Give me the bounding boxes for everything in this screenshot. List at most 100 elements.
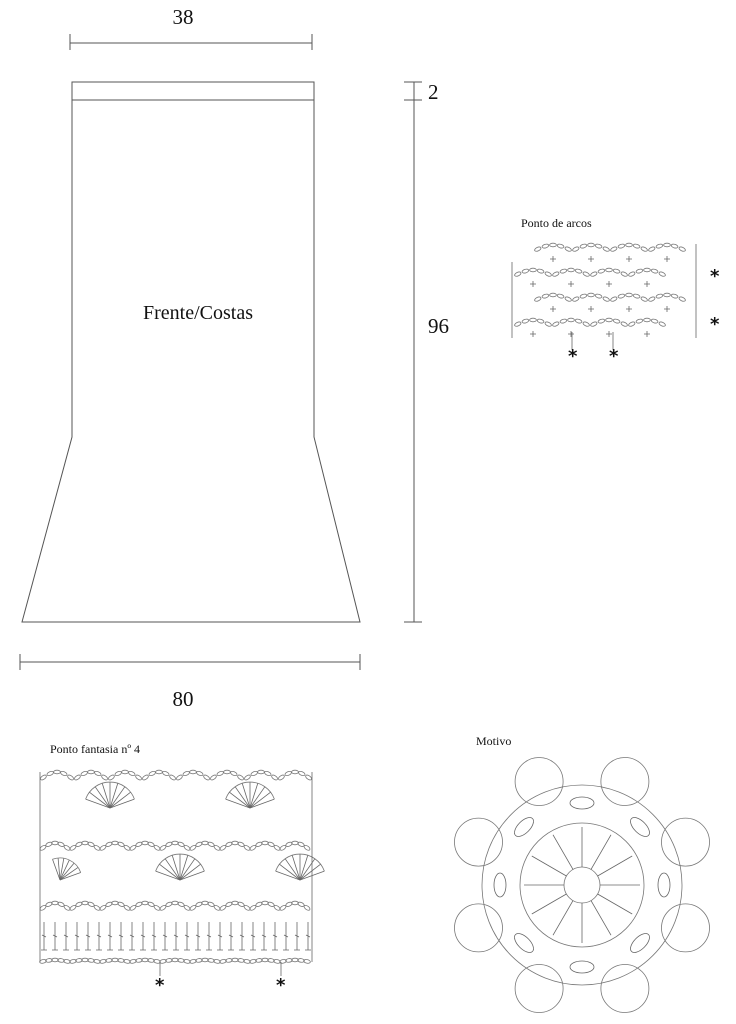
chain-stitch: [255, 841, 263, 847]
chain-stitch: [243, 904, 251, 911]
chain-stitch: [574, 268, 583, 274]
chain-stitch: [291, 900, 299, 906]
fan-stitch: [59, 872, 81, 881]
chain-stitch: [298, 770, 306, 777]
chain-stitch: [51, 840, 59, 846]
chain-stitch: [39, 959, 47, 964]
chain-stitch: [148, 770, 156, 777]
chain-stitch: [63, 959, 71, 964]
top-width-label: 38: [173, 5, 194, 29]
chain-stitch: [620, 321, 628, 327]
chain-stitch: [285, 901, 293, 907]
fan-stitch: [249, 783, 259, 809]
fan-stitch: [52, 859, 61, 881]
single-crochet: [606, 331, 612, 337]
chain-stitch: [610, 246, 618, 252]
chain-stitch: [171, 957, 179, 963]
chain-stitch: [594, 243, 603, 249]
fan-stitch: [59, 858, 65, 881]
chain-stitch: [45, 958, 53, 963]
chain-stitch: [216, 770, 224, 777]
chain-stitch: [643, 267, 651, 273]
motif-spoke: [590, 834, 612, 870]
chain-stitch: [602, 296, 610, 302]
chain-stitch: [628, 271, 636, 277]
single-crochet: [530, 331, 536, 337]
fan-stitch: [179, 858, 196, 881]
chain-stitch: [261, 957, 269, 963]
chain-stitch: [594, 293, 603, 299]
chain-stitch: [141, 840, 149, 846]
fan-stitch: [179, 863, 201, 881]
chain-stitch: [556, 243, 565, 249]
fan-stitch: [241, 783, 251, 809]
motif-scallop: [514, 757, 564, 806]
single-crochet: [568, 331, 574, 337]
chain-stitch: [219, 959, 227, 964]
fan-stitch: [159, 863, 181, 881]
chain-stitch: [582, 321, 590, 327]
fan-stitch: [85, 798, 111, 809]
chain-stitch: [620, 271, 628, 277]
motif-ring-3: [481, 784, 683, 986]
chain-stitch: [617, 243, 626, 249]
motif-spoke: [597, 855, 633, 877]
chain-stitch: [514, 271, 522, 277]
chain-stitch: [612, 318, 621, 324]
chain-stitch: [123, 904, 131, 911]
fan-stitch: [249, 798, 275, 809]
motif-cluster: [514, 933, 534, 953]
chain-stitch: [141, 900, 149, 906]
chain-stitch: [69, 959, 77, 964]
chain-stitch: [549, 242, 557, 248]
garment-label: Frente/Costas: [143, 302, 253, 324]
chain-stitch: [632, 293, 641, 299]
double-crochet: [217, 922, 223, 951]
motif-spoke: [531, 855, 567, 877]
motif-spoke: [590, 900, 612, 936]
chain-stitch: [135, 841, 143, 847]
motivo-stitches: [454, 757, 710, 1013]
chain-stitch: [105, 958, 113, 963]
single-crochet: [588, 306, 594, 312]
fan-edge: [275, 853, 325, 872]
chain-stitch: [529, 317, 537, 323]
chain-stitch: [291, 957, 299, 963]
chain-stitch: [556, 293, 565, 299]
chain-stitch: [587, 242, 595, 248]
chain-stitch: [305, 774, 312, 781]
chain-stitch: [111, 957, 119, 963]
double-crochet: [206, 922, 212, 951]
chain-stitch: [574, 318, 583, 324]
motif-center-ring: [563, 866, 601, 904]
fan-stitch: [249, 786, 266, 809]
chain-stitch: [303, 904, 311, 911]
chain-stitch: [189, 959, 197, 964]
chain-stitch: [225, 958, 233, 963]
chain-stitch: [231, 957, 239, 963]
single-crochet: [626, 306, 632, 312]
chain-stitch: [155, 769, 163, 775]
fan-edge: [155, 853, 205, 872]
chain-stitch: [264, 770, 272, 777]
chain-stitch: [183, 959, 191, 964]
fan-edge: [85, 781, 135, 800]
chain-stitch: [648, 296, 656, 302]
chain-stitch: [541, 293, 550, 299]
chain-stitch: [189, 769, 197, 775]
chain-stitch: [678, 246, 686, 252]
chain-stitch: [597, 318, 606, 324]
double-crochet: [63, 922, 69, 951]
bottom-width-label: 80: [173, 687, 194, 711]
chain-stitch: [225, 901, 233, 907]
chain-stitch: [285, 841, 293, 847]
chain-stitch: [93, 959, 101, 964]
fan-stitch: [299, 855, 309, 881]
chain-stitch: [153, 904, 161, 911]
chain-stitch: [658, 321, 666, 327]
double-crochet: [151, 922, 157, 951]
single-crochet: [606, 281, 612, 287]
chain-stitch: [597, 268, 606, 274]
double-crochet: [261, 922, 267, 951]
